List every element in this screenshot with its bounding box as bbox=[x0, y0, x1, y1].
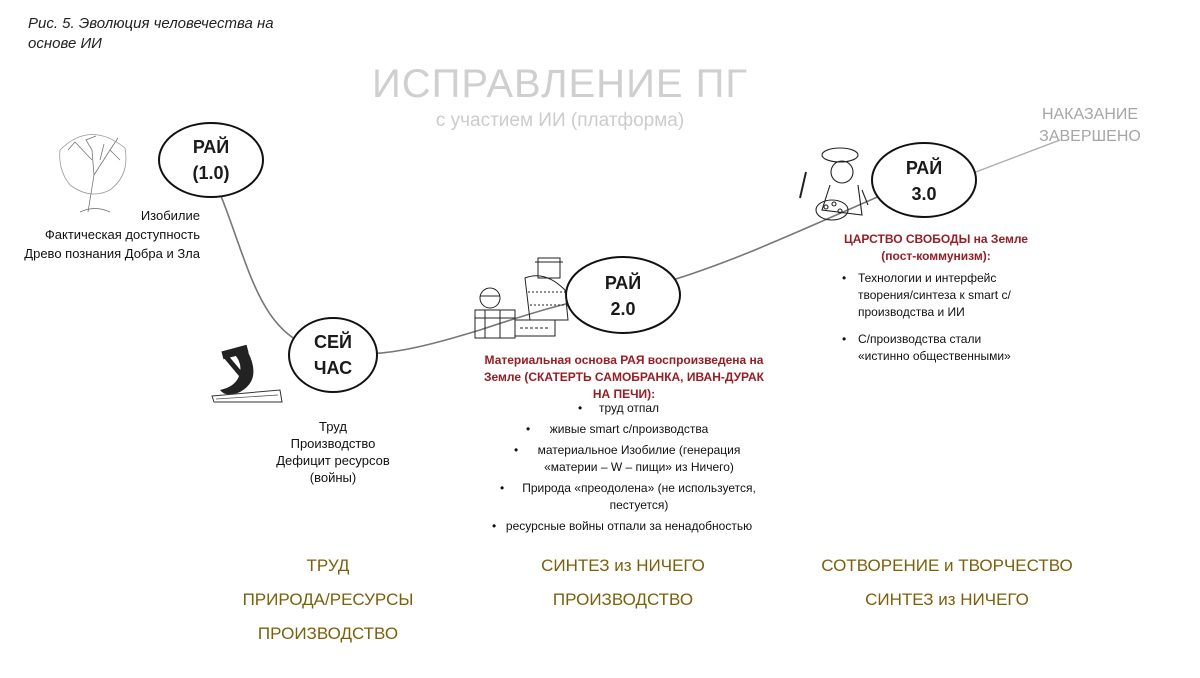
rai1-notes: Изобилие Фактическая доступность Древо п… bbox=[24, 208, 200, 261]
hammer-sickle-icon bbox=[211, 344, 283, 403]
future-dashed-line bbox=[959, 139, 1061, 179]
list-item: •Природа «преодолена» (не используется, … bbox=[500, 481, 756, 512]
rai2-heading: Материальная основа РАЯ воспроизведена н… bbox=[484, 353, 764, 401]
rai3-list: •Технологии и интерфейс творения/синтеза… bbox=[830, 270, 1030, 365]
page-subtitle: с участием ИИ (платформа) bbox=[435, 110, 685, 131]
list-item: •материальное Изобилие (генерация «матер… bbox=[514, 443, 741, 474]
figure-caption: Рис. 5. Эволюция человечества на основе … bbox=[28, 15, 274, 52]
bottom-col-2: СИНТЕЗ из НИЧЕГО ПРОИЗВОДСТВО bbox=[541, 556, 705, 609]
node-rai2-label: РАЙ 2.0 bbox=[604, 273, 642, 319]
node-rai3-label: РАЙ 3.0 bbox=[905, 158, 943, 204]
tree-icon bbox=[59, 134, 127, 213]
painter-icon bbox=[799, 147, 869, 221]
rai2-list: •труд отпал •живые smart с/производства … bbox=[486, 400, 772, 535]
list-item: •ресурсные войны отпали за ненадобностью bbox=[492, 519, 753, 533]
bottom-col-3: СОТВОРЕНИЕ и ТВОРЧЕСТВО СИНТЕЗ из НИЧЕГО bbox=[821, 556, 1073, 609]
now-notes: Труд Производство Дефицит ресурсов (войн… bbox=[276, 419, 390, 485]
page-title: ИСПРАВЛЕНИЕ ПГ bbox=[371, 62, 749, 106]
list-item: •труд отпал bbox=[578, 401, 660, 415]
feast-icon bbox=[474, 257, 569, 339]
list-item: •С/производства стали «истинно обществен… bbox=[842, 332, 1011, 363]
node-rai1-ellipse bbox=[158, 122, 264, 198]
list-item: •живые smart с/производства bbox=[526, 422, 709, 436]
node-now-ellipse bbox=[288, 317, 378, 393]
node-rai1-label: РАЙ (1.0) bbox=[192, 137, 230, 183]
node-rai3-ellipse bbox=[871, 142, 977, 218]
node-now-label: СЕЙ ЧАС bbox=[313, 332, 353, 378]
evolution-curve bbox=[204, 159, 906, 355]
rai3-heading: ЦАРСТВО СВОБОДЫ на Земле (пост-коммунизм… bbox=[844, 232, 1028, 263]
list-item: •Технологии и интерфейс творения/синтеза… bbox=[842, 271, 1011, 319]
end-label: НАКАЗАНИЕ ЗАВЕРШЕНО bbox=[1039, 106, 1141, 145]
bottom-col-1: ТРУД ПРИРОДА/РЕСУРСЫ ПРОИЗВОДСТВО bbox=[242, 556, 414, 643]
